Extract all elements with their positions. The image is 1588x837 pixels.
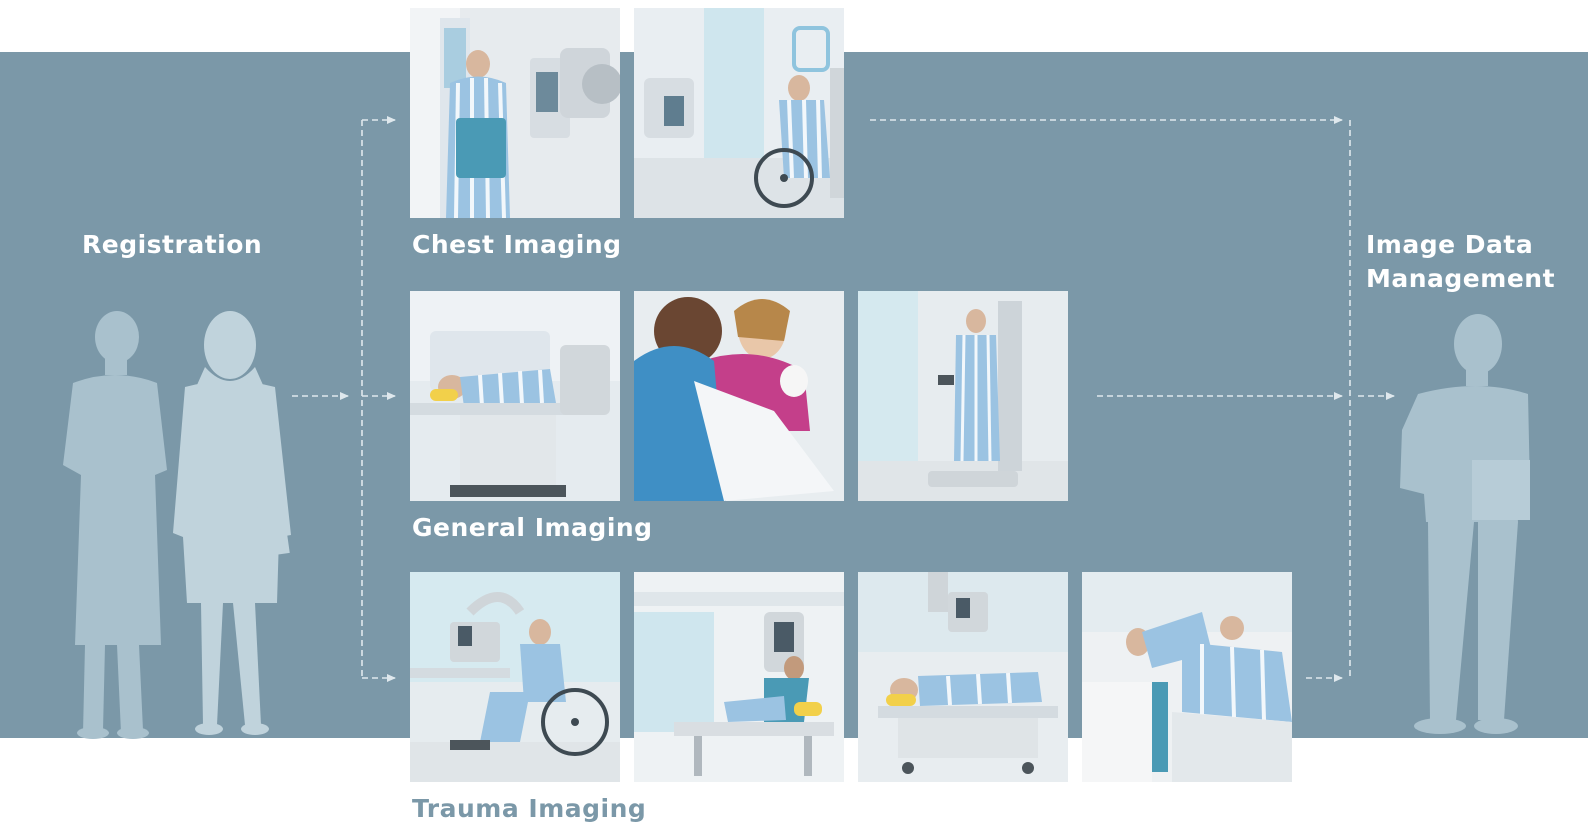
technician-silhouette-icon (1400, 314, 1530, 734)
staff-silhouettes-icon (63, 311, 291, 739)
trauma-photo-stretcher-staff (634, 572, 844, 782)
image-data-label-line2: Management (1366, 264, 1556, 293)
registration-label: Registration (82, 230, 263, 259)
trauma-imaging-label: Trauma Imaging (412, 794, 647, 823)
general-imaging-label: General Imaging (412, 513, 653, 542)
trauma-photo-wheelchair (410, 572, 620, 782)
image-data-label-line1: Image Data (1366, 230, 1534, 259)
chest-photo-standing (410, 8, 620, 218)
trauma-photo-stretcher-patient (858, 572, 1068, 782)
general-photo-table (410, 291, 620, 501)
chest-photo-wheelchair (634, 8, 844, 218)
chest-imaging-label: Chest Imaging (412, 230, 622, 259)
trauma-photo-table-patient (1082, 572, 1292, 782)
general-photo-child-nurse (634, 291, 844, 501)
general-photo-standing-table (858, 291, 1068, 501)
image-data-management-label: Image Data Management (1366, 228, 1555, 296)
